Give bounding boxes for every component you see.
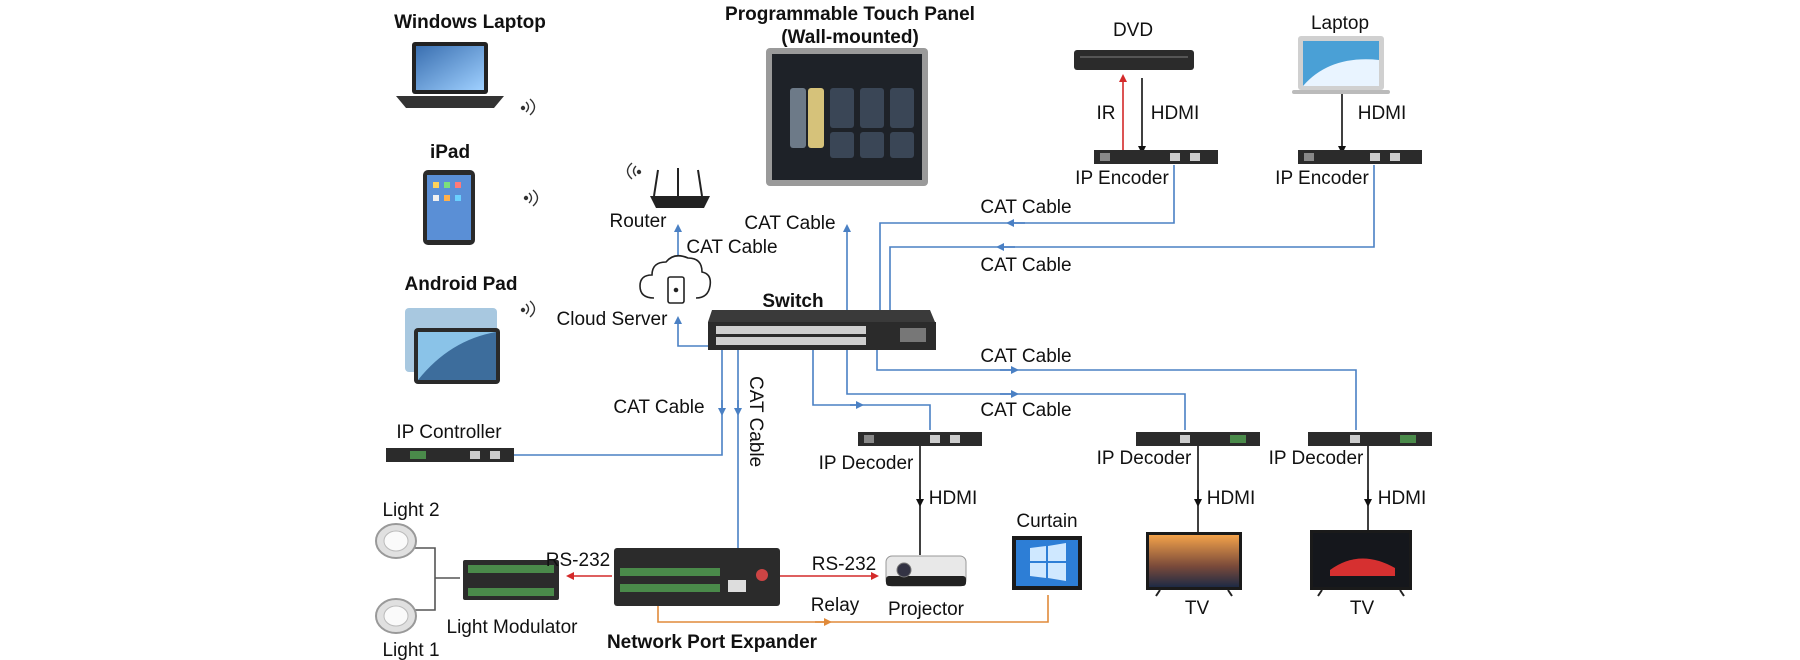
label-cat-encoder-2: CAT Cable [980,255,1071,276]
cable-encoder1-switch [879,165,1175,315]
label-laptop: Laptop [1311,13,1369,34]
touch-panel [766,48,928,186]
light-modulator [463,560,559,600]
label-hdmi-decoder-2: HDMI [1207,488,1256,509]
cable-switch-controller [510,350,723,456]
device-labels: Windows Laptop iPad Android Pad Programm… [382,4,1374,660]
wifi-icon [626,162,642,180]
label-projector: Projector [888,599,965,620]
wifi-icon [520,98,536,116]
label-hdmi-laptop: HDMI [1358,103,1407,124]
wifi-icon [523,189,539,207]
cable-switch-cloud [674,316,713,347]
label-ir: IR [1097,103,1116,124]
label-network-port-expander: Network Port Expander [607,632,818,653]
cable-switch-decoder3 [876,350,1357,430]
label-ip-encoder-1: IP Encoder [1075,168,1169,189]
label-cat-decoder-2: CAT Cable [980,400,1071,421]
label-cat-touch-panel: CAT Cable [744,213,835,234]
tv-2 [1310,530,1412,597]
label-android-pad: Android Pad [405,274,518,295]
cable-encoder2-switch [889,165,1375,315]
label-switch: Switch [762,291,823,312]
label-curtain: Curtain [1016,511,1077,532]
label-ip-controller: IP Controller [396,422,502,443]
label-ip-decoder-1: IP Decoder [819,453,914,474]
cable-switch-decoder1 [812,350,931,430]
router [650,168,710,208]
light-2 [375,523,417,559]
label-cat-encoder-1: CAT Cable [980,197,1071,218]
label-light-modulator: Light Modulator [447,617,579,638]
ip-controller [386,448,514,462]
label-cat-expander: CAT Cable [745,376,766,467]
label-rs232-right: RS-232 [812,554,876,575]
label-router: Router [609,211,667,232]
label-dvd: DVD [1113,20,1153,41]
label-relay: Relay [811,595,860,616]
label-cat-decoder-3: CAT Cable [980,346,1071,367]
label-hdmi-decoder-3: HDMI [1378,488,1427,509]
ip-decoder-1 [858,432,982,446]
windows-laptop [396,42,504,108]
laptop [1292,36,1390,94]
ip-decoder-2 [1136,432,1260,446]
tv-1 [1146,532,1242,597]
label-tv-2: TV [1350,598,1375,619]
label-hdmi-dvd: HDMI [1151,103,1200,124]
light-1 [375,598,417,634]
label-ip-decoder-2: IP Decoder [1097,448,1192,469]
server-icon [639,254,712,304]
ip-decoder-3 [1308,432,1432,446]
connection-labels: CAT Cable CAT Cable CAT Cable CAT Cable … [546,103,1426,616]
dvd [1074,50,1194,70]
ip-encoder-2 [1298,150,1422,164]
label-hdmi-decoder-1: HDMI [929,488,978,509]
ipad [423,170,475,245]
label-light-2: Light 2 [382,500,439,521]
label-light-1: Light 1 [382,640,439,660]
android-pad [405,308,500,384]
label-ip-encoder-2: IP Encoder [1275,168,1369,189]
cable-lights [410,547,460,611]
label-rs232-left: RS-232 [546,550,610,571]
label-ip-decoder-3: IP Decoder [1269,448,1364,469]
label-touch-panel-1: Programmable Touch Panel [725,4,975,25]
ip-encoder-1 [1094,150,1218,164]
label-cat-router: CAT Cable [686,237,777,258]
projector [885,555,967,587]
label-tv-1: TV [1185,598,1210,619]
cable-relay [657,595,1049,623]
switch [708,310,936,350]
label-windows-laptop: Windows Laptop [394,12,546,33]
label-ipad: iPad [430,142,470,163]
label-cat-controller: CAT Cable [613,397,704,418]
cables [410,74,1375,626]
label-cloud-server: Cloud Server [557,309,669,330]
curtain [1012,536,1082,590]
network-port-expander [614,548,780,606]
wifi-icon [520,300,536,318]
label-touch-panel-2: (Wall-mounted) [781,27,919,48]
